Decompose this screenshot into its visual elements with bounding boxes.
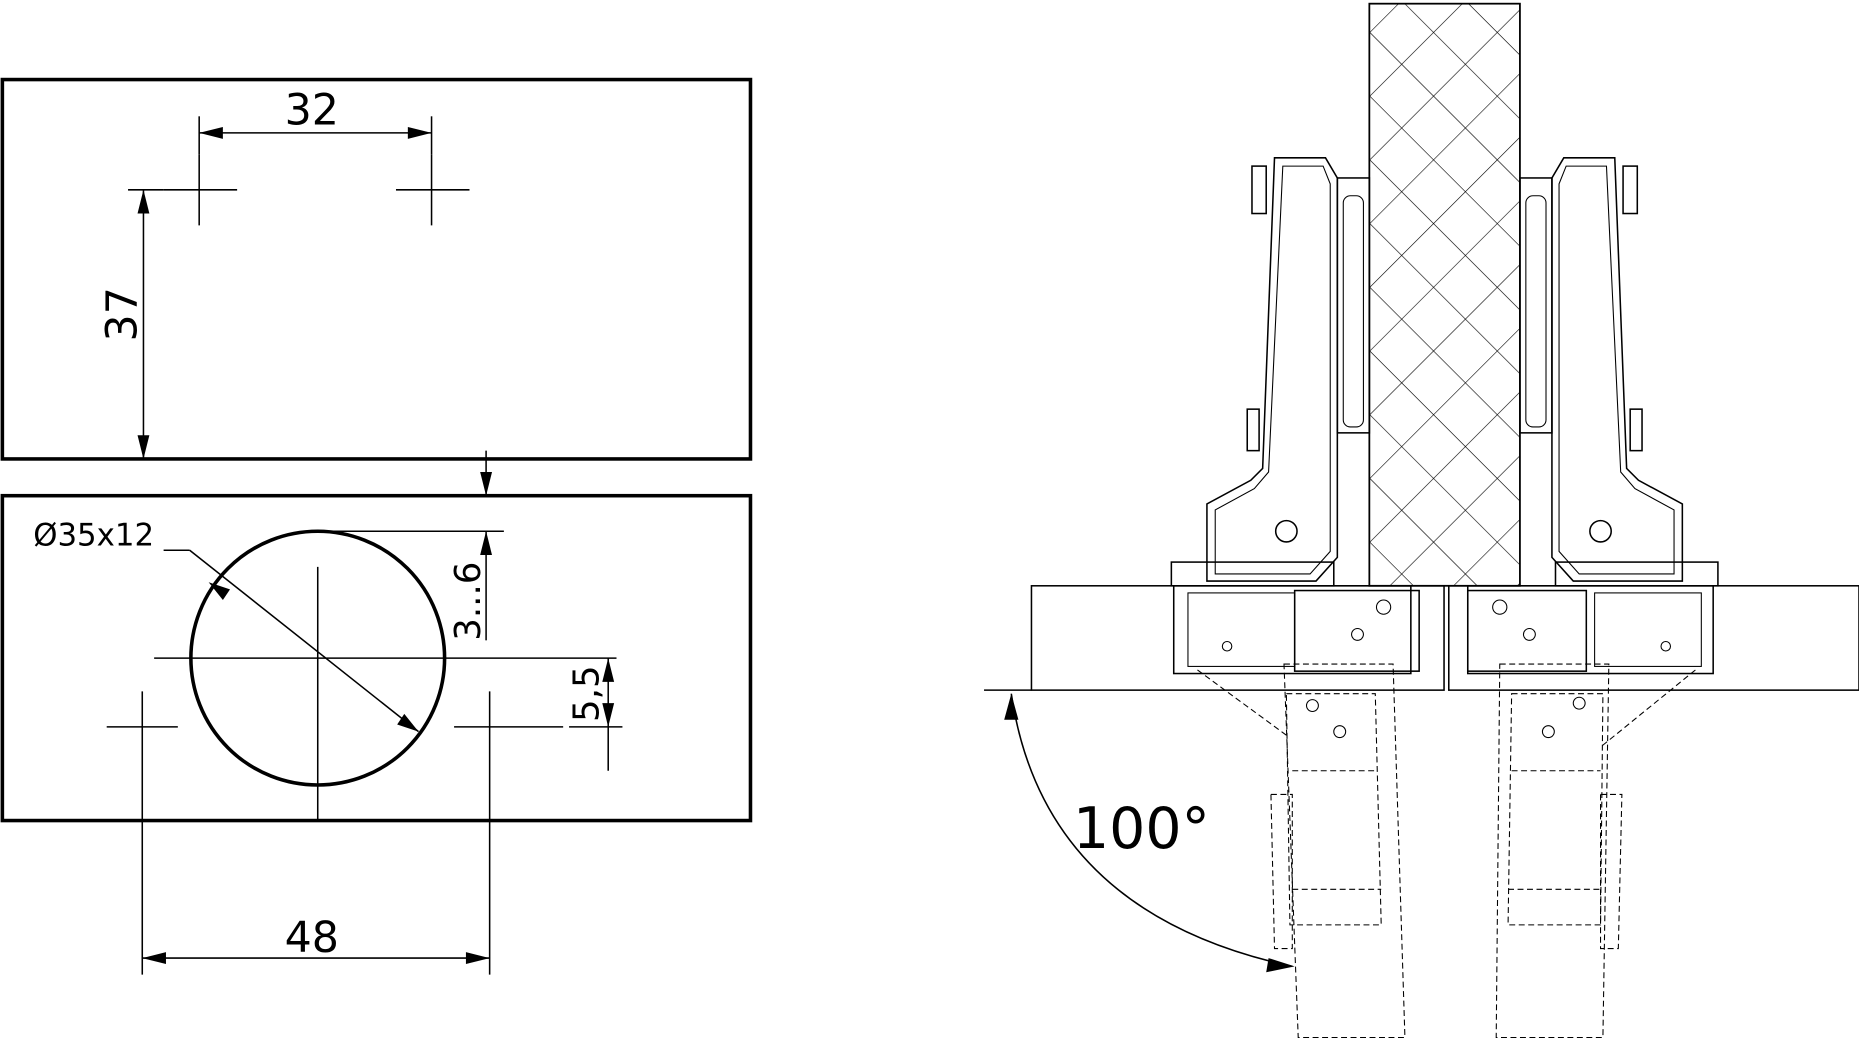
center-lines [106, 566, 617, 975]
dimension-37: 37 [97, 189, 150, 459]
mounting-plate-plan: 32 37 [0, 77, 753, 461]
dimension-label-37: 37 [97, 287, 147, 341]
dimension-diameter: Ø35x12 [33, 517, 419, 733]
dimension-48: 48 [142, 913, 490, 965]
dimension-label-edge-distance: 3...6 [448, 562, 489, 641]
door-drilling-plan: Ø35x12 3...6 5,5 48 [0, 450, 753, 975]
dimension-label-32: 32 [285, 86, 339, 136]
dimension-edge-distance: 3...6 [317, 450, 504, 641]
left-door [1030, 585, 1445, 691]
dimension-label-48: 48 [285, 913, 339, 963]
hinge-installation-view: 100° [984, 2, 1859, 1039]
right-hinge [1466, 157, 1719, 675]
dimension-5-5: 5,5 [567, 658, 623, 771]
screw-hole-marks-top [128, 116, 470, 226]
side-panel-outline [0, 77, 753, 461]
opening-angle-dimension: 100° [984, 689, 1295, 973]
right-door [1448, 585, 1859, 691]
partition-panel [1368, 2, 1521, 587]
dimension-32: 32 [199, 86, 432, 139]
open-door-phantom [1197, 663, 1696, 1039]
door-outline [0, 493, 753, 823]
left-hinge [1170, 157, 1420, 675]
dimension-label-diameter: Ø35x12 [33, 517, 154, 553]
dimension-label-5-5: 5,5 [567, 665, 608, 722]
opening-angle-label: 100° [1073, 796, 1210, 862]
